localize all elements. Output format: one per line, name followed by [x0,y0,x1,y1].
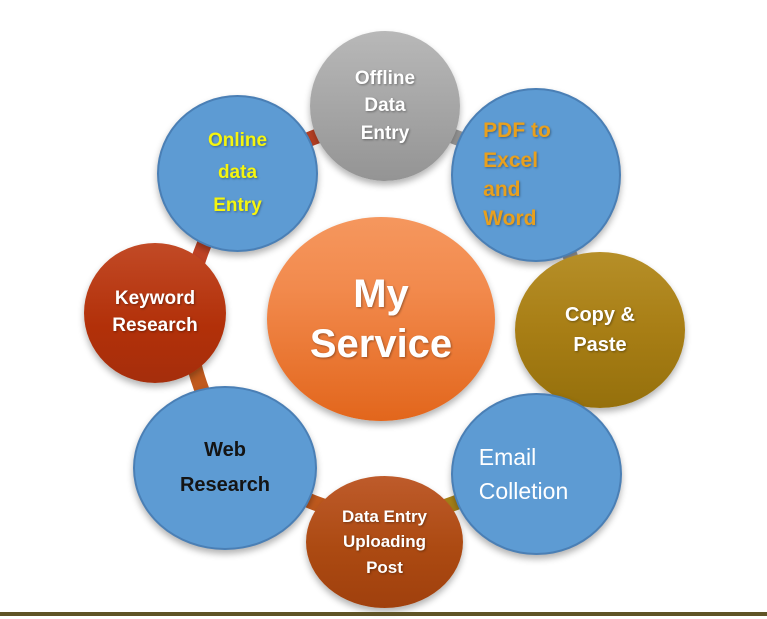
node-label-line: Data [364,95,406,117]
node-label-line: PDF to [483,119,551,143]
node-label-line: Web [204,439,246,461]
node-email-colletion: Email Colletion [451,393,622,555]
node-label-line: Entry [360,122,410,144]
node-label-line: Offline [354,67,416,89]
center-node-my-service: My Service [267,217,495,421]
node-pdf-to-excel-and-word: PDF to Excel and Word [451,88,621,262]
footer-rule [0,612,767,616]
node-label-line: Copy & [565,304,635,326]
node-data-entry-uploading-post: Data Entry Uploading Post [306,476,463,608]
node-label: Offline Data Entry [355,65,415,148]
center-label-line: My [353,272,409,316]
node-label-line: Post [366,557,403,577]
node-label-line: data [217,162,258,184]
node-label-line: Online [207,130,268,152]
node-label-line: Excel [483,148,539,172]
node-label-line: Colletion [478,478,569,504]
node-offline-data-entry: Offline Data Entry [310,31,460,181]
node-label-line: Entry [213,194,262,216]
node-label-line: Research [179,474,271,496]
node-label-line: Email [478,443,537,470]
node-label-line: and [483,178,521,201]
node-label-line: Uploading [342,532,427,552]
node-copy-and-paste: Copy & Paste [515,252,685,408]
node-label: Email Colletion [479,440,595,509]
node-label-line: Word [483,207,537,231]
node-label: Online data Entry [208,125,267,222]
node-label: Keyword Research [112,286,198,339]
node-label-line: Paste [573,334,627,356]
node-label: PDF to Excel and Word [483,116,589,234]
center-label: My Service [310,269,452,369]
node-web-research: Web Research [133,386,317,550]
node-label: Web Research [180,433,270,503]
node-keyword-research: Keyword Research [84,243,226,383]
node-label-line: Keyword [114,288,196,310]
node-online-data-entry: Online data Entry [157,95,318,252]
node-label: Copy & Paste [565,300,635,360]
node-label-line: Data Entry [341,506,428,526]
center-label-line: Service [309,322,453,366]
node-label: Data Entry Uploading Post [342,504,427,581]
node-label-line: Research [112,315,198,336]
